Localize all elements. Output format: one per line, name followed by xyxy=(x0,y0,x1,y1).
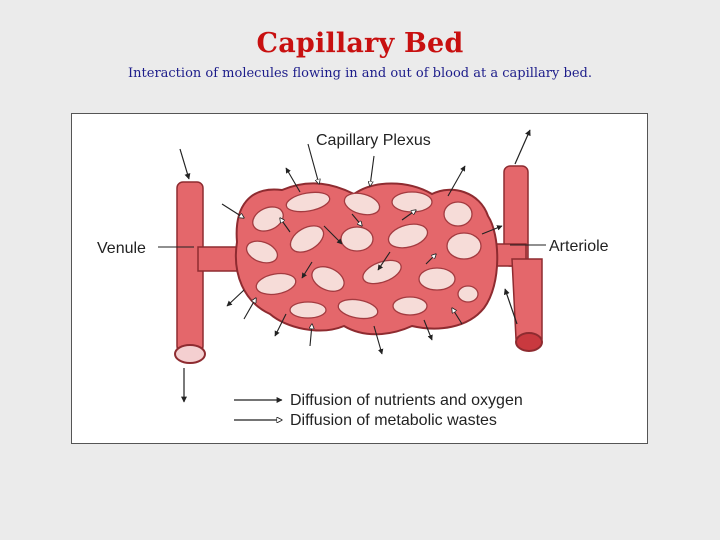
blood-flow-arrows xyxy=(179,129,531,403)
venule-opening xyxy=(174,344,206,364)
nutrient-diffusion-arrows xyxy=(226,165,503,355)
tissue-islands xyxy=(245,191,482,320)
legend-nutrients-label: Diffusion of nutrients and oxygen xyxy=(290,392,523,409)
venule-label: Venule xyxy=(97,240,146,257)
legend-wastes-label: Diffusion of metabolic wastes xyxy=(290,412,497,429)
capillary-bed-diagram: Capillary Plexus Venule Arteriole Diffus… xyxy=(97,129,609,429)
arteriole-opening xyxy=(515,332,543,352)
arteriole-label: Arteriole xyxy=(549,238,609,255)
label-leaders xyxy=(158,244,546,248)
slide-subtitle: Interaction of molecules flowing in and … xyxy=(128,66,592,81)
waste-diffusion-arrows xyxy=(221,143,463,347)
legend: Diffusion of nutrients and oxygen Diffus… xyxy=(234,392,523,429)
capillary-plexus xyxy=(235,182,499,336)
slide-title: Capillary Bed xyxy=(256,28,464,59)
capillary-bed-figure: Capillary Plexus Venule Arteriole Diffus… xyxy=(71,113,648,444)
capillary-plexus-label: Capillary Plexus xyxy=(316,132,431,149)
